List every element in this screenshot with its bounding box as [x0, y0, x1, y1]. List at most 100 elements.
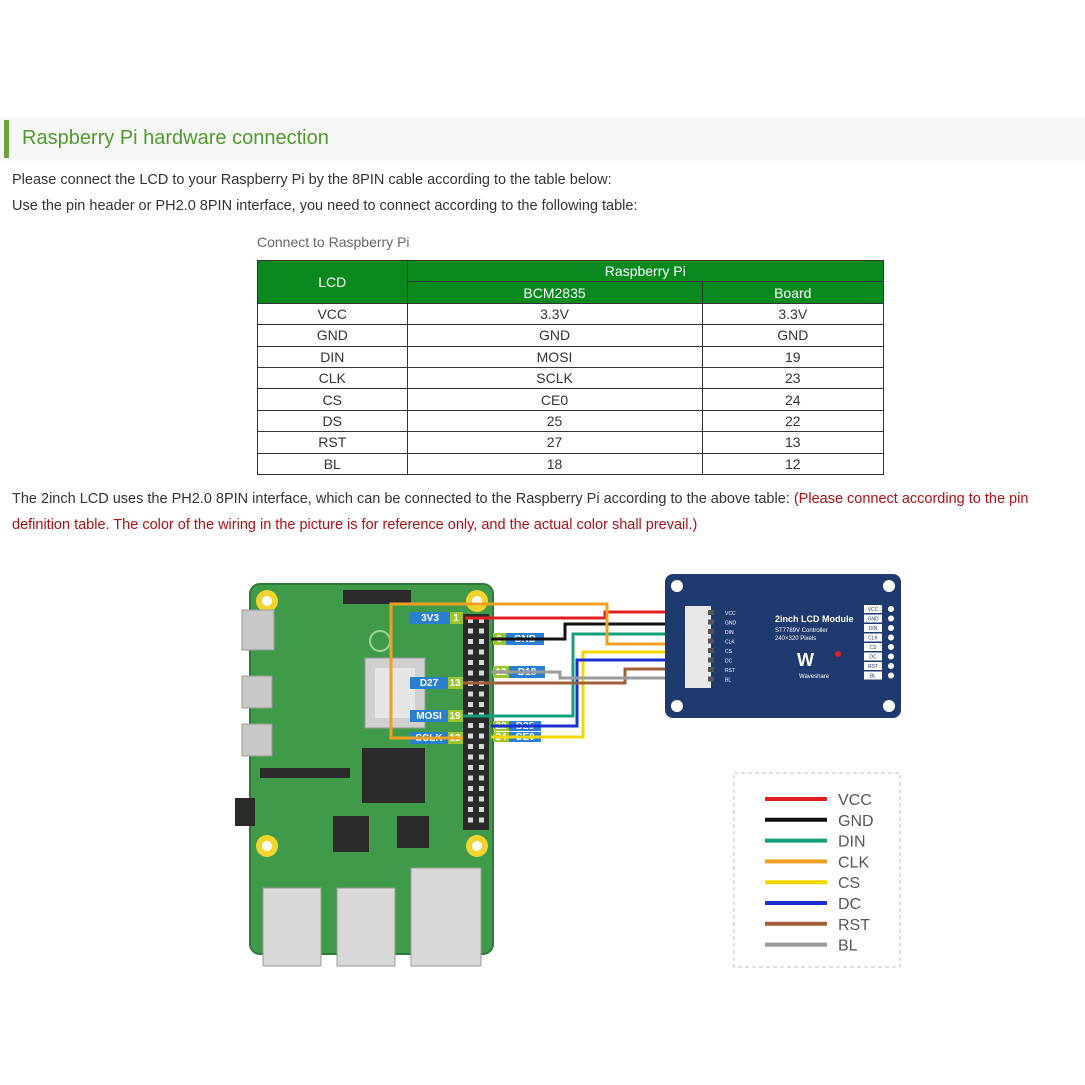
side-pin-hole	[888, 663, 894, 669]
connector-label: VCC	[725, 611, 736, 617]
gpio-pin	[479, 807, 484, 812]
cell-bcm: 27	[406, 431, 703, 454]
gpio-pin	[468, 691, 473, 697]
connection-note: The 2inch LCD uses the PH2.0 8PIN interf…	[12, 486, 1084, 538]
label-pin-13: 13	[449, 678, 461, 689]
cell-lcd: BL	[257, 452, 408, 475]
side-pin-hole	[888, 615, 894, 622]
legend-label: DIN	[838, 834, 866, 851]
gpio-pin	[479, 618, 484, 623]
gpio-pin	[468, 807, 473, 812]
module-title: 2inch LCD Module	[775, 614, 854, 624]
cell-bcm: 3.3V	[406, 302, 703, 326]
gpio-pin	[468, 702, 473, 707]
cell-bcm: 18	[406, 452, 703, 475]
gpio-pin	[479, 744, 484, 749]
side-pin-hole	[888, 644, 894, 650]
gpio-pin	[468, 817, 473, 823]
gpio-pin	[479, 754, 484, 760]
side-pin-box	[864, 614, 882, 623]
gpio-pin	[479, 723, 484, 728]
cell-board: 23	[701, 366, 885, 390]
gpio-pin	[468, 765, 473, 770]
gpio-pin	[468, 628, 473, 634]
side-pin-box	[864, 652, 882, 661]
connector-pin	[708, 648, 714, 653]
connector-pin	[708, 657, 714, 663]
label-3v3: 3V3	[421, 613, 439, 624]
wiring-diagram: 3V3 1 6 GND 12 D18 D27 13 MOSI 19 22 D25…	[235, 574, 901, 968]
cell-bcm: GND	[406, 324, 703, 347]
gpio-pin	[479, 733, 484, 739]
header-bcm2835: BCM2835	[406, 281, 703, 304]
connector-label: CS	[725, 649, 733, 655]
gpio-pin	[468, 786, 473, 791]
cell-board: 13	[701, 431, 885, 454]
side-pin-hole	[888, 606, 894, 612]
cell-lcd: DS	[257, 409, 408, 433]
header-lcd: LCD	[257, 260, 408, 304]
cell-board: 19	[701, 345, 885, 368]
side-pin-box	[864, 605, 882, 613]
connector-label: CLK	[725, 640, 735, 646]
side-pin-label: VCC	[868, 607, 879, 613]
side-pin-hole	[888, 625, 894, 631]
label-mosi: MOSI	[416, 711, 442, 722]
cell-lcd: VCC	[257, 302, 408, 326]
gpio-pin	[479, 786, 484, 791]
connector-label: BL	[725, 678, 731, 684]
side-pin-label: BL	[870, 674, 876, 680]
table-caption: Connect to Raspberry Pi	[257, 234, 410, 250]
legend-label: GND	[838, 813, 874, 830]
raspberry-pi-board	[235, 583, 494, 967]
connector-pin	[708, 676, 714, 682]
gpio-pin	[479, 817, 484, 823]
cell-board: GND	[701, 324, 885, 347]
side-pin-hole	[888, 653, 894, 660]
cell-lcd: DIN	[257, 345, 408, 368]
gpio-pin	[468, 670, 473, 676]
legend-label: DC	[838, 896, 861, 913]
cell-bcm: 25	[406, 409, 703, 433]
gpio-pin	[468, 796, 473, 802]
gpio-pin	[468, 744, 473, 749]
side-pin-box	[864, 624, 882, 632]
connector-label: RST	[725, 668, 735, 674]
side-pin-label: GND	[867, 617, 879, 623]
side-pin-box	[864, 671, 882, 680]
gpio-pin	[479, 702, 484, 707]
side-pin-label: RST	[868, 664, 878, 670]
intro-line-1: Please connect the LCD to your Raspberry…	[12, 172, 612, 188]
cell-bcm: SCLK	[406, 366, 703, 390]
gpio-pin	[468, 733, 473, 739]
gpio-pin	[479, 775, 484, 781]
cell-lcd: CLK	[257, 366, 408, 390]
cell-board: 24	[701, 388, 885, 411]
side-pin-hole	[888, 672, 894, 679]
intro-line-2: Use the pin header or PH2.0 8PIN interfa…	[12, 198, 638, 214]
legend-label: BL	[838, 938, 858, 955]
connector-label: GND	[725, 621, 737, 627]
side-pin-label: CLK	[868, 636, 878, 642]
cell-lcd: CS	[257, 388, 408, 411]
power-led	[835, 651, 841, 657]
header-raspberry-pi: Raspberry Pi	[406, 259, 885, 283]
side-pin-label: CS	[870, 645, 878, 651]
label-pin-19: 19	[449, 711, 461, 722]
side-pin-hole	[888, 634, 894, 641]
connector-label: DC	[725, 659, 733, 665]
gpio-pin	[479, 660, 484, 665]
gpio-pin	[479, 670, 484, 676]
gpio-pin	[468, 775, 473, 781]
legend-label: VCC	[838, 792, 872, 809]
gpio-pin	[479, 639, 484, 644]
cell-bcm: CE0	[406, 388, 703, 411]
